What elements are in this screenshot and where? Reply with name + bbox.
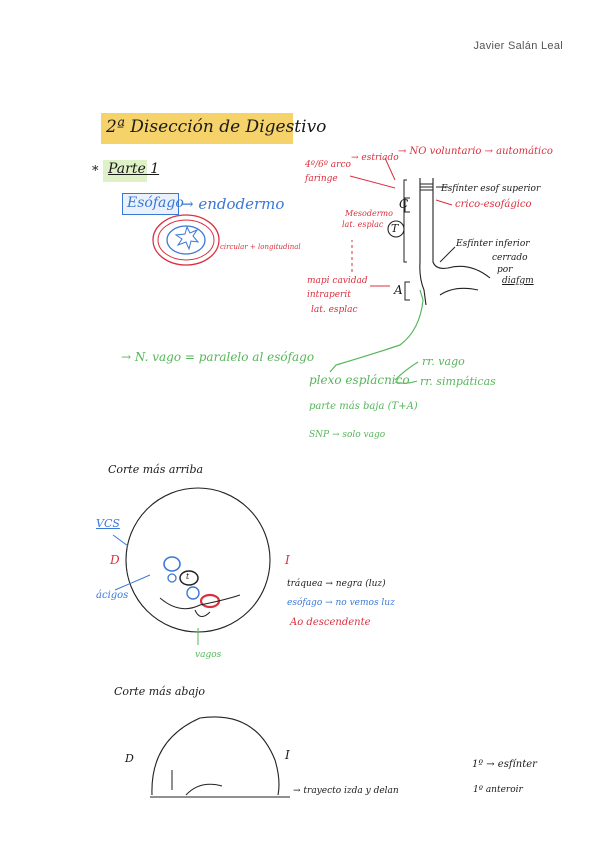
title-highlight	[101, 113, 293, 144]
acigos-arrow	[114, 574, 151, 591]
bottom-note: → trayecto izda y delan	[293, 786, 399, 796]
vertebra-body	[194, 609, 211, 617]
bracket-outer	[403, 179, 407, 263]
lower-sphincter-arrow	[439, 246, 456, 263]
mapi-label: mapi cavidad	[307, 276, 368, 286]
rr-vago-label: rr. vago	[422, 355, 465, 368]
page-title: 2ª Disección de Digestivo	[106, 117, 327, 137]
upper-sphincter-lines	[420, 183, 433, 191]
esophagus-lumen	[174, 225, 200, 251]
corte-abajo-circle	[151, 716, 280, 796]
part-heading: Parte 1	[108, 161, 160, 177]
vcs-label: VCS	[96, 517, 120, 530]
lat-esplac-label: lat. esplac	[342, 220, 384, 229]
rr-simpaticas-label: rr. simpáticas	[420, 375, 496, 388]
vagos-label: vagos	[195, 650, 222, 660]
estriado-label: → estriado	[351, 153, 399, 163]
mesodermo-label: Mesodermo	[345, 209, 393, 218]
por-label: por	[497, 265, 513, 275]
esofago-label: Esófago	[127, 195, 184, 211]
esophagus-inner-ring	[166, 225, 206, 255]
bracket-a	[404, 281, 410, 301]
snp-label: SNP → solo vago	[309, 430, 386, 440]
corte-arriba-title: Corte más arriba	[108, 463, 204, 476]
arrow-crico	[435, 199, 453, 206]
plexo-label: plexo esplácnico	[309, 373, 410, 387]
layers-label: circular + longitudinal	[220, 243, 301, 251]
vcs-vessel	[163, 556, 181, 572]
no-voluntario-label: → NO voluntario → automático	[398, 146, 553, 157]
esofago-box	[122, 193, 179, 215]
esophagus-middle-ring	[157, 219, 215, 261]
arrow-faringe	[349, 175, 396, 189]
esophagus-tube-right	[432, 178, 491, 279]
traquea-label: tráquea → negra (luz)	[287, 579, 386, 589]
trachea	[179, 570, 199, 586]
author-name: Javier Salán Leal	[473, 40, 563, 52]
acigos-label: ácigos	[96, 590, 129, 601]
esophagus-outer-ring	[152, 214, 220, 266]
diafragma-label: diafgm	[502, 276, 534, 286]
arco-label: 4º/6º arco	[305, 160, 351, 170]
stomach-curve	[439, 287, 479, 296]
intraperit-label: intraperit	[307, 290, 351, 300]
i-label-arriba: I	[285, 553, 290, 567]
vertebra-curve	[159, 594, 241, 610]
bullet: *	[92, 164, 99, 179]
esfinter-superior-label: Esfínter esof superior	[441, 184, 541, 194]
parte-baja-label: parte más baja (T+A)	[309, 401, 418, 412]
i-label-abajo: I	[285, 748, 290, 762]
esfinter-note: 1º → esfínter	[472, 759, 537, 770]
green-vagus-line	[329, 289, 424, 373]
part-highlight	[103, 160, 147, 182]
green-branch-down	[394, 380, 418, 384]
a-label: A	[394, 283, 403, 297]
esophagus-cut	[186, 586, 200, 600]
vago-line: → N. vago = paralelo al esófago	[121, 350, 315, 364]
d-label-abajo: D	[125, 752, 134, 765]
endodermo-label: → endodermo	[181, 195, 285, 213]
lat-esplac2-label: lat. esplac	[311, 305, 358, 315]
anteroir-note: 1º anteroir	[473, 785, 523, 795]
esophagus-tube-left	[419, 178, 427, 306]
faringe-label: faringe	[305, 174, 338, 184]
esofago-note-label: esófago → no vemos luz	[287, 598, 395, 608]
ao-label: Ao descendente	[290, 617, 371, 628]
t-circle	[387, 220, 405, 238]
green-branch-up	[394, 361, 419, 381]
arrow-estriado	[384, 157, 396, 181]
corte-arriba-circle	[125, 487, 271, 633]
t-trachea-label: t	[186, 572, 190, 581]
corte-abajo-inner	[171, 770, 223, 796]
corte-abajo-title: Corte más abajo	[114, 685, 206, 698]
t-label: T	[391, 222, 399, 235]
vcs-arrow	[112, 534, 129, 547]
bracket-c	[404, 197, 410, 213]
acigos-vessel	[167, 573, 177, 583]
cerrado-label: cerrado	[492, 253, 528, 263]
d-label-arriba: D	[110, 553, 120, 567]
esfinter-inferior-label: Esfínter inferior	[456, 239, 530, 249]
crico-label: crico-esofágico	[455, 199, 532, 210]
